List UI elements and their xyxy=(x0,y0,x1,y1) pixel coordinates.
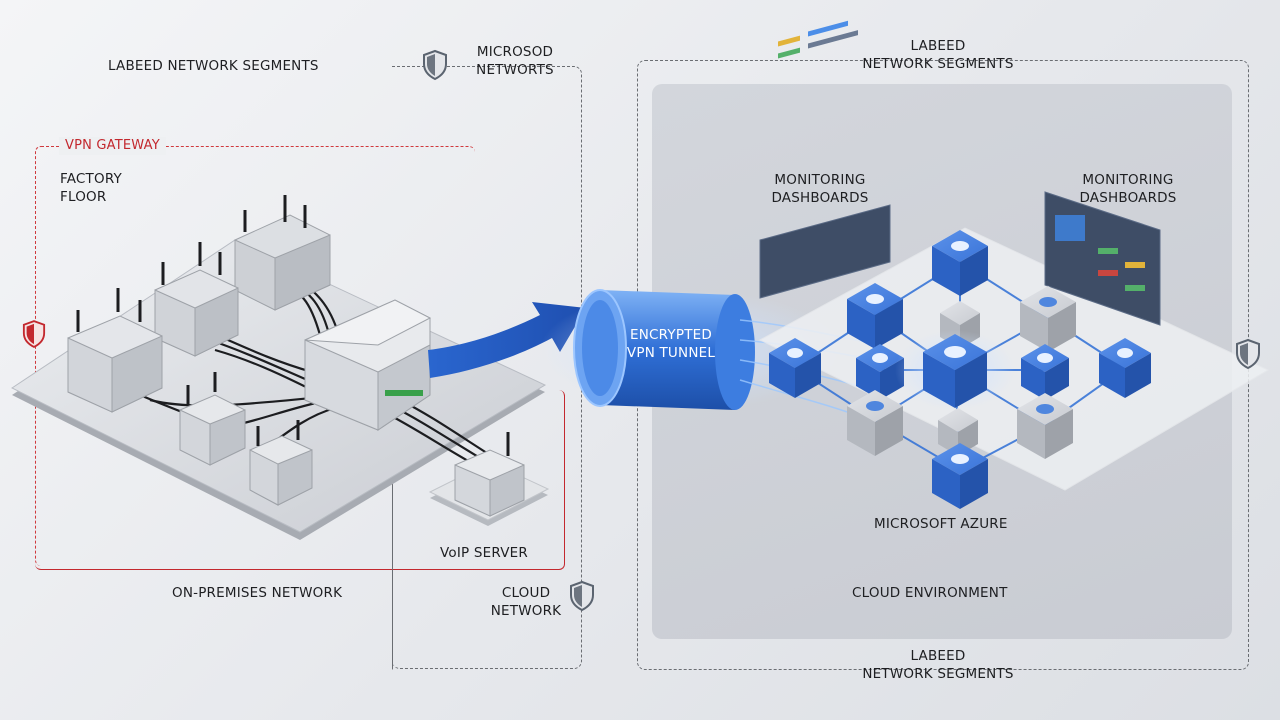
azure-node-bottom xyxy=(932,443,988,509)
azure-node-lower-right xyxy=(1017,393,1073,459)
azure-node-mid-right xyxy=(1021,344,1069,400)
label-monitoring-left-line2: DASHBOARDS xyxy=(771,190,869,206)
azure-node-upper-left xyxy=(847,283,903,349)
factory-device-mid xyxy=(154,242,239,357)
shield-icon xyxy=(1236,338,1260,370)
vpn-arrow xyxy=(428,302,586,378)
label-cloud-network: CLOUD NETWORK xyxy=(478,584,574,620)
azure-node-upper-right xyxy=(1020,286,1076,352)
factory-device-front-a xyxy=(179,372,246,466)
azure-node-small-bottom xyxy=(938,408,978,456)
factory-cables xyxy=(139,279,491,463)
label-bottom-line2: NETWORK SEGMENTS xyxy=(862,666,1014,682)
encrypted-vpn-tunnel xyxy=(540,289,840,410)
label-tunnel-line2: VPN TUNNEL xyxy=(626,345,716,361)
label-factory-line2: FLOOR xyxy=(60,189,107,205)
shield-icon xyxy=(423,49,447,81)
monitoring-dashboard-right xyxy=(1044,191,1161,326)
label-monitoring-right-line2: DASHBOARDS xyxy=(1079,190,1177,206)
label-monitoring-right-line1: MONITORING xyxy=(1082,172,1174,188)
voip-server-device xyxy=(454,432,525,517)
azure-node-lower-left xyxy=(847,390,903,456)
label-microsod-line1: MICROSOD xyxy=(476,44,554,60)
shield-icon xyxy=(22,320,46,348)
azure-node-mid-left xyxy=(856,344,904,400)
azure-node-center xyxy=(895,330,1015,410)
label-voip-server: VoIP SERVER xyxy=(440,545,528,561)
label-microsoft-azure: MICROSOFT AZURE xyxy=(874,516,1008,532)
label-microsod-networts: MICROSOD NETWORTS xyxy=(465,43,565,79)
vpn-gateway-zone xyxy=(35,146,475,566)
azure-node-top xyxy=(932,230,988,296)
label-monitoring-left: MONITORING DASHBOARDS xyxy=(755,171,885,207)
label-encrypted-vpn-tunnel: ENCRYPTED VPN TUNNEL xyxy=(606,326,736,362)
shield-icon xyxy=(570,580,594,612)
factory-device-left xyxy=(67,288,163,413)
label-vpn-gateway: VPN GATEWAY xyxy=(59,137,166,155)
label-bottom-line1: LABEED xyxy=(910,648,966,664)
label-factory-line1: FACTORY xyxy=(60,171,122,187)
label-top-right-line2: NETWORK SEGMENTS xyxy=(862,56,1014,72)
label-microsod-line2: NETWORTS xyxy=(476,62,554,78)
label-monitoring-left-line1: MONITORING xyxy=(774,172,866,188)
factory-device-large xyxy=(304,299,432,431)
label-cloud-network-line1: CLOUD xyxy=(501,585,551,601)
azure-node-left xyxy=(769,338,821,398)
label-on-premises-network: ON-PREMISES NETWORK xyxy=(172,585,343,601)
label-top-left-segments: LABEED NETWORK SEGMENTS xyxy=(108,58,319,74)
label-factory-floor: FACTORY FLOOR xyxy=(60,170,122,206)
cloud-network-segment-lower xyxy=(392,470,393,670)
on-premises-zone-outline xyxy=(35,390,565,570)
label-monitoring-right: MONITORING DASHBOARDS xyxy=(1063,171,1193,207)
label-tunnel-line1: ENCRYPTED xyxy=(630,327,712,343)
monitoring-dashboard-left xyxy=(759,20,891,299)
label-top-right-segments: LABEED NETWORK SEGMENTS xyxy=(838,37,1038,73)
label-cloud-environment: CLOUD ENVIRONMENT xyxy=(852,585,1008,601)
azure-node-right xyxy=(1099,338,1151,398)
label-cloud-network-line2: NETWORK xyxy=(490,603,562,619)
factory-device-front-b xyxy=(249,420,313,506)
factory-device-rear xyxy=(234,195,331,311)
label-bottom-segments: LABEED NETWORK SEGMENTS xyxy=(838,647,1038,683)
label-top-right-line1: LABEED xyxy=(910,38,966,54)
